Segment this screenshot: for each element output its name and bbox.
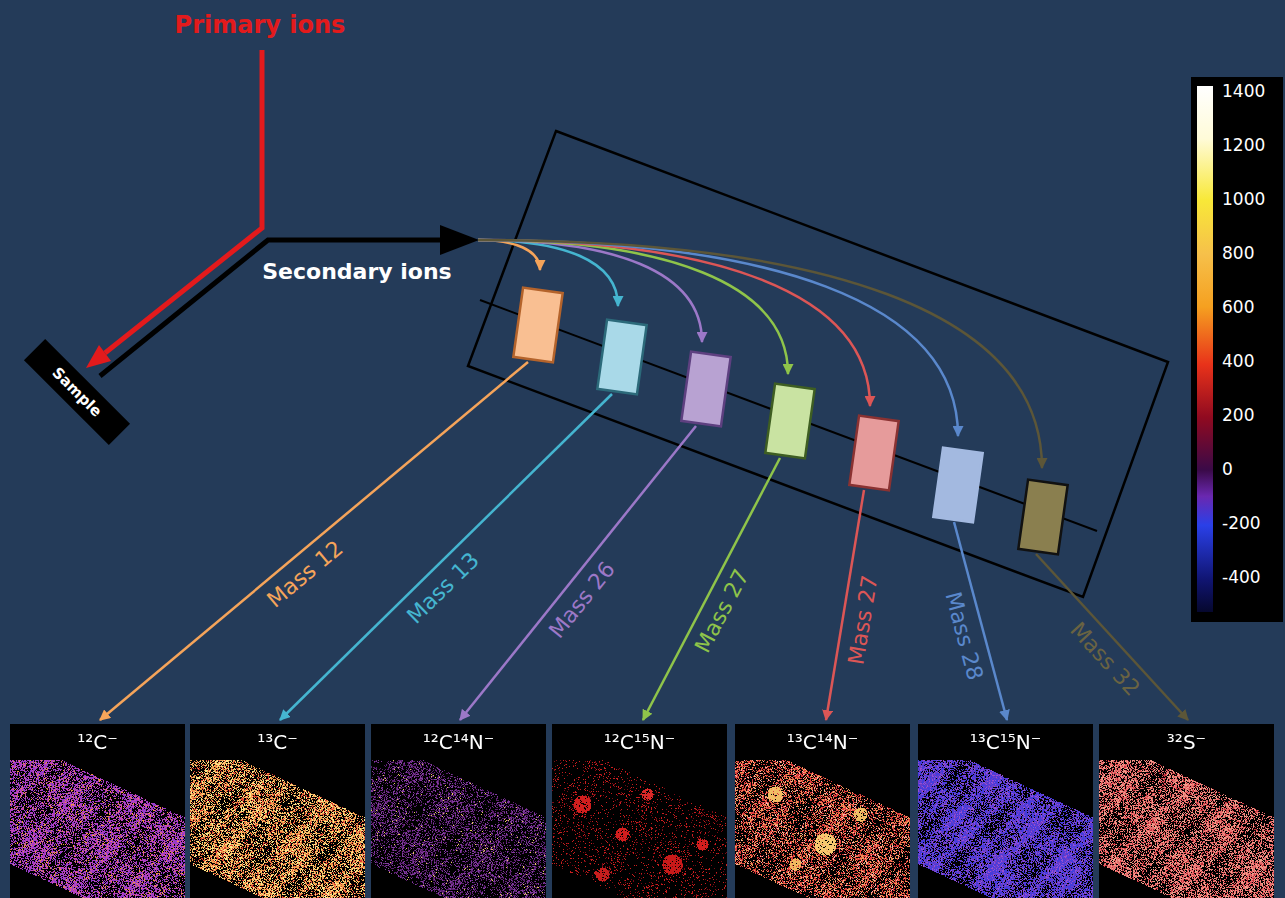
ion-image-panel: ¹²C¹⁴N⁻ — [371, 724, 546, 898]
ion-image-panel: ¹²C¹⁵N⁻ — [552, 724, 727, 898]
beam-label: Primary ions — [175, 12, 346, 40]
ion-image-panel: ¹³C¹⁵N⁻ — [918, 724, 1093, 898]
colorbar-tick: -400 — [1222, 568, 1261, 588]
leader-line — [460, 426, 696, 720]
ion-image-panel: ¹³C⁻ — [190, 724, 365, 898]
colorbar-tick: -200 — [1222, 514, 1261, 534]
mass-label: Mass 28 — [940, 589, 988, 683]
detector-housing — [468, 131, 1168, 597]
colorbar-tick: 0 — [1222, 460, 1233, 480]
focal-plane — [480, 300, 1097, 531]
leader-line — [1036, 554, 1188, 720]
ion-label: ¹³C¹⁴N⁻ — [735, 724, 910, 754]
ion-image-panel: ¹³C¹⁴N⁻ — [735, 724, 910, 898]
ion-label: ¹³C⁻ — [190, 724, 365, 754]
colorbar-tick: 1000 — [1222, 190, 1265, 210]
ion-trajectory — [478, 240, 958, 436]
sample-label: Sample — [38, 353, 116, 431]
primary-beam-head — [86, 345, 111, 368]
detector — [597, 320, 646, 395]
leader-line — [643, 458, 780, 720]
ion-label: ³²S⁻ — [1099, 724, 1274, 754]
detector — [933, 448, 982, 523]
detector — [513, 288, 562, 363]
ion-label: ¹²C⁻ — [10, 724, 185, 754]
ion-label: ¹³C¹⁵N⁻ — [918, 724, 1093, 754]
colorbar-tick: 1400 — [1222, 82, 1265, 102]
colorbar-tick: 200 — [1222, 406, 1254, 426]
ion-trajectory — [478, 240, 540, 270]
ion-image-panel: ³²S⁻ — [1099, 724, 1274, 898]
ion-image-panel: ¹²C⁻ — [10, 724, 185, 898]
colorbar-tick: 400 — [1222, 352, 1254, 372]
detector — [681, 352, 730, 427]
detector — [849, 416, 898, 491]
colorbar-tick: 1200 — [1222, 136, 1265, 156]
ion-label: ¹²C¹⁵N⁻ — [552, 724, 727, 754]
ion-trajectory — [478, 240, 1042, 468]
detector — [765, 384, 814, 459]
colorbar — [1197, 86, 1213, 612]
colorbar-panel — [1191, 77, 1283, 622]
colorbar-tick: 600 — [1222, 298, 1254, 318]
detector — [1018, 480, 1067, 555]
sample-holder: Sample — [24, 339, 130, 445]
secondary-beam-head — [440, 225, 479, 255]
ion-label: ¹²C¹⁴N⁻ — [371, 724, 546, 754]
colorbar-tick: 800 — [1222, 244, 1254, 264]
beam-label: Secondary ions — [262, 259, 451, 284]
ion-trajectory — [478, 240, 870, 406]
